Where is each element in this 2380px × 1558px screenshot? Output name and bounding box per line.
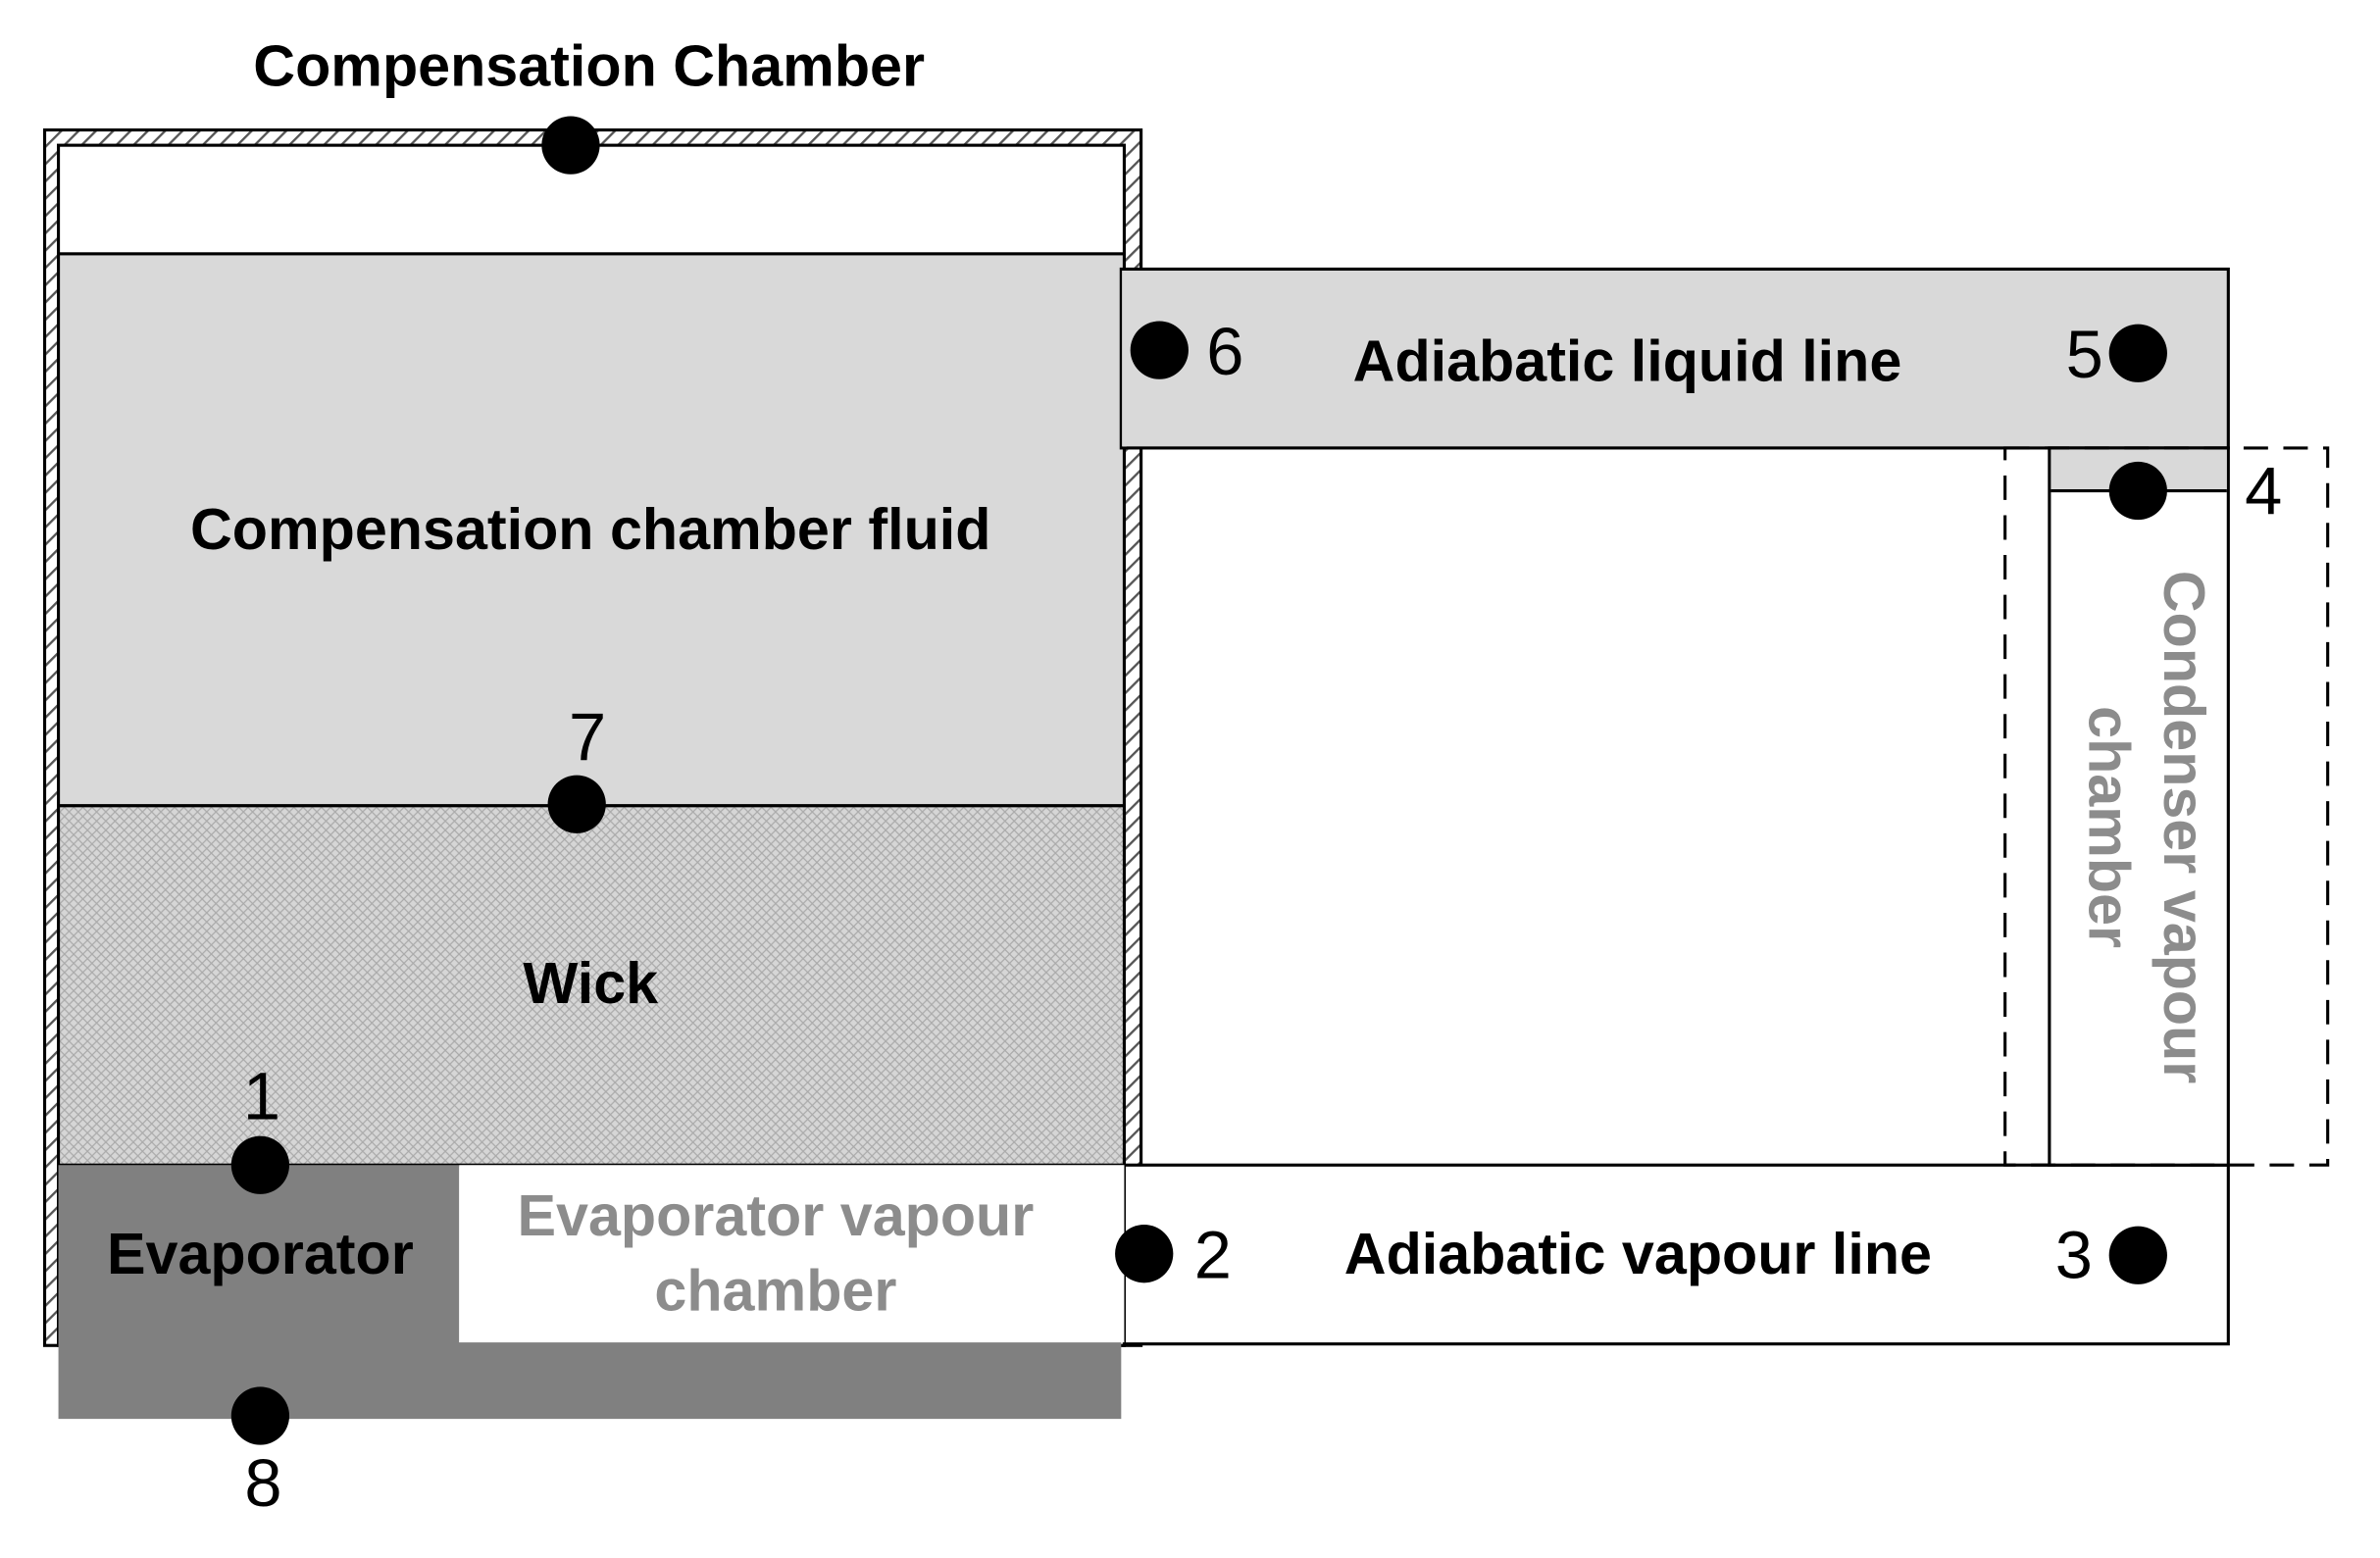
node-3-label: 3 [2055,1218,2093,1293]
node-8-marker [230,1386,290,1445]
node-5-label: 5 [2066,317,2103,392]
node-1-marker [230,1135,290,1194]
node-7-label: 7 [569,699,606,775]
node-7-marker [547,775,606,833]
condenser-boundary [2003,446,2330,1167]
wick-region [57,804,1127,1167]
condenser-pipe [2048,446,2230,1167]
node-6-marker [1130,321,1189,379]
node-2-marker [1115,1225,1174,1283]
condenser-vapour-chamber-label-line1: Condenser vapour [2152,571,2217,1083]
adiabatic-vapour-line-label: Adiabatic vapour line [1344,1221,1932,1286]
condenser-vapour-chamber-label-line2: chamber [2076,706,2142,948]
evaporator-vapour-chamber-label-line1: Evaporator vapour [518,1182,1035,1248]
evaporator-vapour-chamber-region [459,1165,1125,1343]
adiabatic-liquid-line-pipe [1119,267,2230,450]
node-8-label: 8 [244,1445,281,1521]
evaporator-region [58,1165,1122,1420]
node-5-marker [2108,324,2167,382]
node-4-marker [2108,461,2167,521]
node-2-label: 2 [1194,1218,1232,1293]
adiabatic-vapour-line-pipe [1122,1163,2230,1346]
evaporator-vapour-chamber-label-line2: chamber [654,1257,896,1323]
compensation-chamber-fluid-label: Compensation chamber fluid [190,496,990,562]
evaporator-label: Evaporator [107,1221,414,1286]
adiabatic-liquid-line-label: Adiabatic liquid line [1353,327,1902,393]
node-1-label: 1 [243,1058,280,1133]
compensation-chamber-marker [541,116,600,175]
node-3-marker [2108,1226,2167,1284]
wick-label: Wick [523,950,659,1016]
compensation-chamber-label: Compensation Chamber [253,32,925,98]
node-6-label: 6 [1206,314,1243,389]
node-4-label: 4 [2245,453,2282,528]
compensation-chamber-fluid-region [57,252,1127,808]
